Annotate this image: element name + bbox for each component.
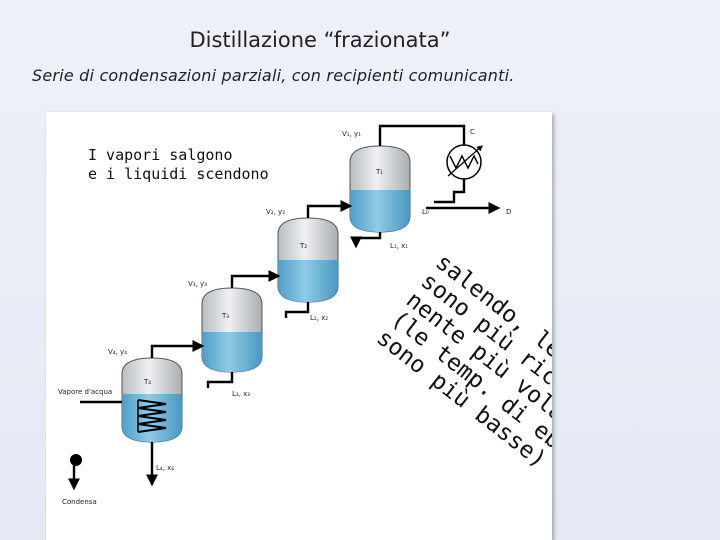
vessel-t3	[201, 287, 263, 373]
label-c: C	[470, 128, 475, 136]
vessel-t1	[349, 145, 411, 233]
label-v1: V₁, y₁	[342, 130, 361, 138]
diagram-panel: V₁, y₁ C T₁ L₀ D V₂, y₂ L₁, x₁ T₂ V₃, y₃…	[46, 112, 552, 540]
slide-subtitle: Serie di condensazioni parziali, con rec…	[32, 66, 515, 85]
steam-trap-icon	[70, 454, 82, 466]
label-t4: T₄	[143, 378, 151, 386]
label-condensate: Condensa	[62, 498, 97, 506]
label-steam: Vapore d'acqua	[58, 388, 112, 396]
label-d: D	[506, 208, 511, 216]
label-v4: V₄, y₄	[108, 348, 127, 356]
slide-title: Distillazione “frazionata”	[189, 28, 451, 52]
label-t2: T₂	[299, 242, 307, 250]
label-t3: T₃	[221, 312, 229, 320]
label-l2: L₂, x₂	[310, 314, 328, 322]
distillation-diagram: V₁, y₁ C T₁ L₀ D V₂, y₂ L₁, x₁ T₂ V₃, y₃…	[58, 124, 511, 506]
condenser	[446, 144, 483, 180]
vessel-t2	[277, 217, 339, 303]
vessel-t4	[121, 357, 183, 443]
label-l1: L₁, x₁	[390, 242, 408, 250]
label-v3: V₃, y₃	[188, 280, 207, 288]
label-l4: L₄, x₄	[156, 464, 174, 472]
piping	[68, 124, 501, 491]
label-l0: L₀	[422, 208, 429, 216]
vapor-liquid-note: I vapori salgono e i liquidi scendono	[88, 146, 269, 183]
label-l3: L₃, x₃	[232, 390, 250, 398]
label-v2: V₂, y₂	[266, 208, 285, 216]
label-t1: T₁	[375, 168, 383, 176]
